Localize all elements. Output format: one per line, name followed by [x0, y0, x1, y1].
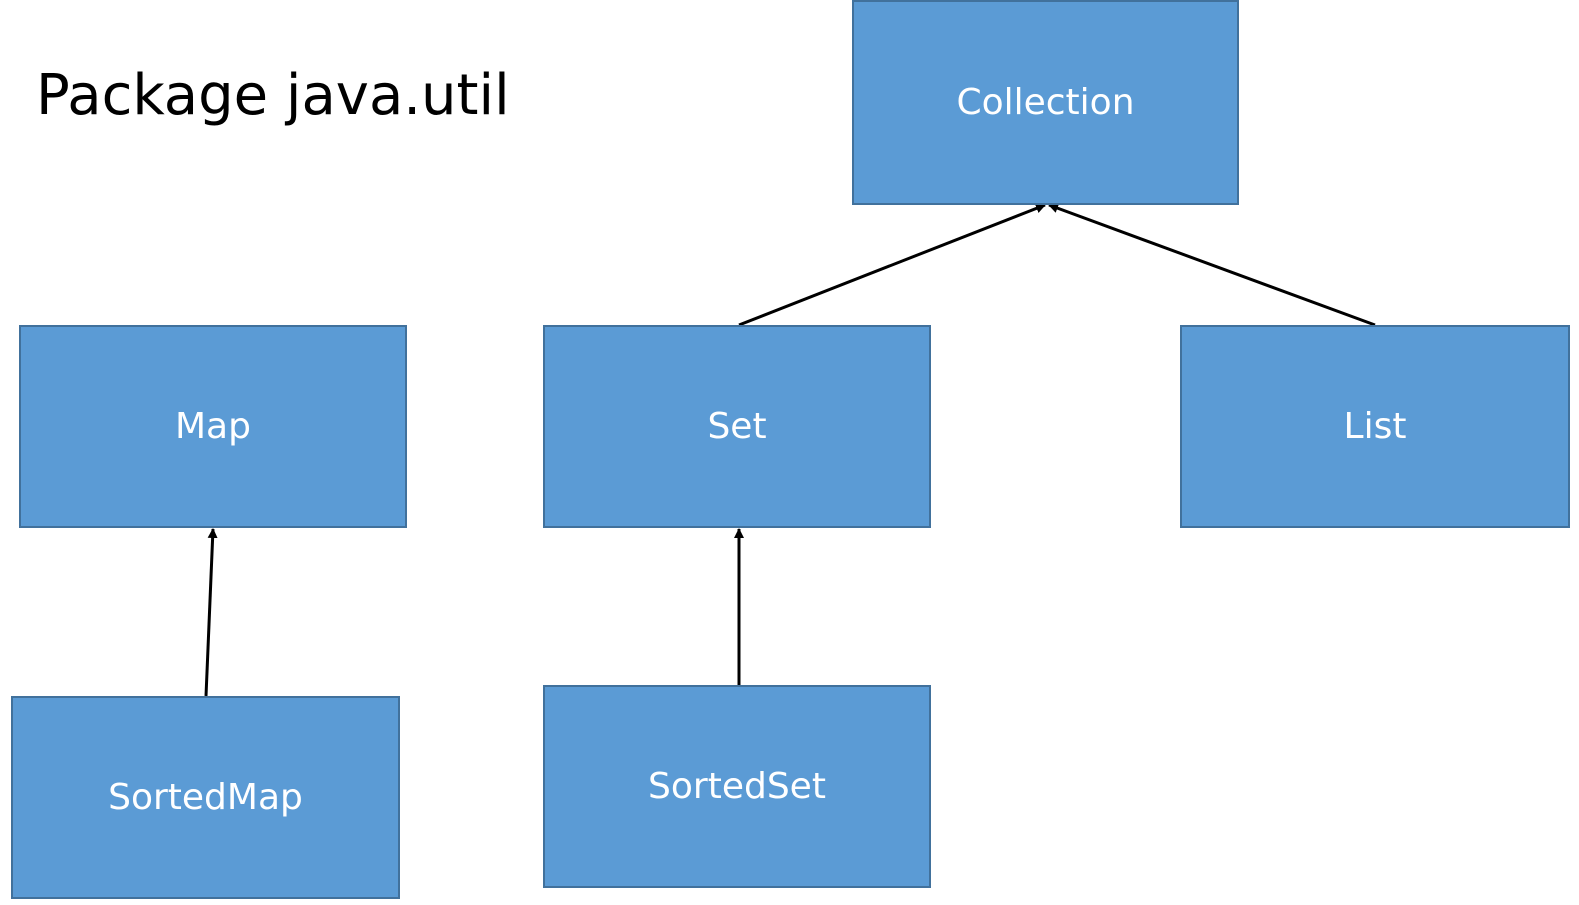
node-set-label: Set — [707, 406, 767, 447]
node-collection[interactable]: Collection — [852, 0, 1239, 205]
node-set[interactable]: Set — [543, 325, 931, 528]
node-sortedmap[interactable]: SortedMap — [11, 696, 400, 899]
node-sortedset-label: SortedSet — [648, 766, 826, 807]
edge-list-to-collection — [1048, 203, 1376, 327]
edge-set-to-collection — [738, 203, 1046, 327]
edge-sortedmap-to-map — [204, 528, 218, 697]
node-list-label: List — [1343, 406, 1407, 447]
node-map-label: Map — [175, 406, 251, 447]
node-map[interactable]: Map — [19, 325, 407, 528]
node-list[interactable]: List — [1180, 325, 1570, 528]
page-title: Package java.util — [36, 63, 510, 128]
node-sortedmap-label: SortedMap — [108, 777, 303, 818]
node-sortedset[interactable]: SortedSet — [543, 685, 931, 888]
node-collection-label: Collection — [956, 82, 1135, 123]
